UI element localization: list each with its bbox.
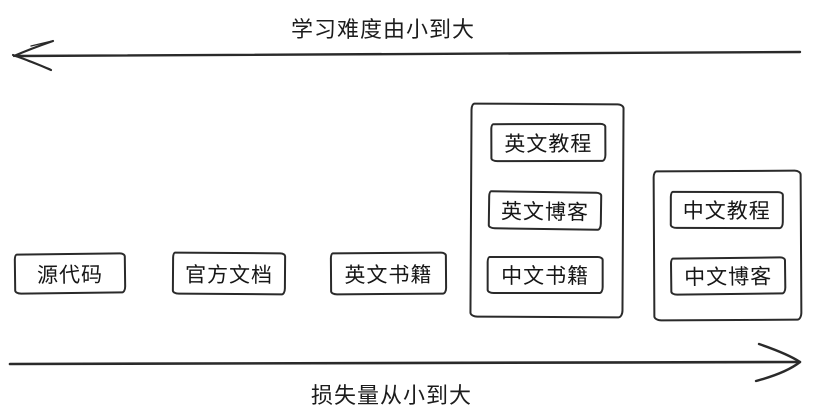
box-english-tutorials: 英文教程	[490, 122, 607, 163]
right-arrow-icon	[8, 342, 802, 383]
box-english-books: 英文书籍	[329, 251, 448, 296]
box-english-blogs: 英文博客	[487, 190, 603, 231]
bottom-axis-label: 损失量从小到大	[311, 383, 473, 408]
box-label: 中文教程	[682, 199, 771, 224]
box-chinese-blogs: 中文博客	[669, 256, 787, 296]
box-label: 官方文档	[184, 263, 274, 287]
box-chinese-books: 中文书籍	[486, 255, 604, 294]
box-source-code: 源代码	[13, 252, 127, 295]
top-axis-label: 学习难度由小到大	[291, 17, 476, 42]
group-box-1: 英文教程 英文博客 中文书籍	[469, 102, 625, 319]
box-label: 中文博客	[684, 265, 773, 290]
box-label: 英文博客	[500, 199, 590, 225]
left-arrow-icon	[11, 39, 802, 72]
box-label: 英文教程	[504, 132, 593, 156]
box-label: 英文书籍	[344, 263, 433, 287]
box-chinese-tutorials: 中文教程	[669, 190, 784, 230]
group-box-2: 中文教程 中文博客	[652, 169, 803, 322]
box-official-docs: 官方文档	[171, 251, 287, 296]
box-label: 源代码	[36, 263, 104, 287]
box-label: 中文书籍	[501, 264, 590, 288]
